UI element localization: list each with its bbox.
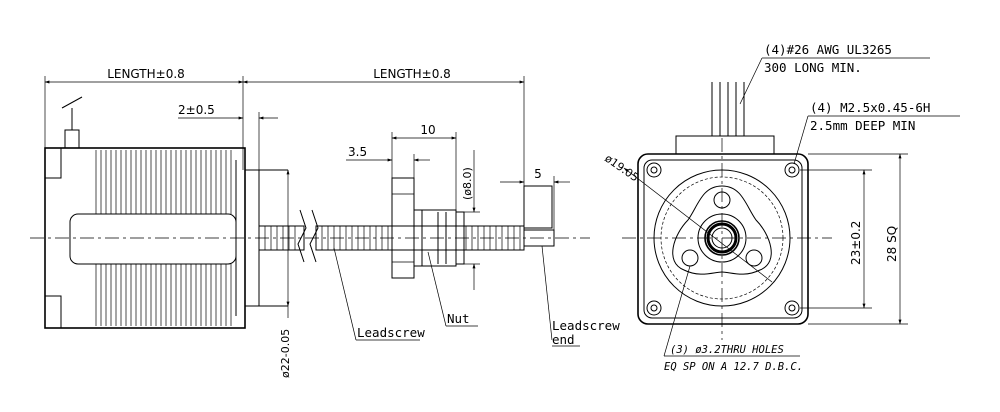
dim-square: 28 SQ [808, 153, 908, 325]
end-label-1: Leadscrew [552, 318, 620, 333]
bolt-circle [660, 176, 784, 300]
nut [391, 177, 465, 279]
holes-line-2: EQ SP ON A 12.7 D.B.C. [664, 361, 803, 373]
holes-callout: (3) ø3.2THRU HOLES EQ SP ON A 12.7 D.B.C… [663, 265, 803, 373]
wire-housing [675, 82, 775, 155]
length-screw-label: LENGTH±0.8 [373, 67, 451, 81]
dim-pilot-dia: ø22-0.05 [279, 169, 292, 378]
dim-hole-spacing: 23±0.2 [800, 169, 872, 309]
dim-pilot-length: 2±0.5 [178, 103, 278, 170]
thread-line-2: 2.5mm DEEP MIN [810, 118, 915, 133]
thread-callout: (4) M2.5x0.45-6H 2.5mm DEEP MIN [793, 100, 960, 165]
nut-flange [672, 185, 772, 275]
end-length-label: 5 [534, 167, 542, 181]
nut-holes [681, 191, 763, 267]
dim-nut-dia: (ø8.0) [461, 150, 480, 290]
wire-line-1: (4)#26 AWG UL3265 [764, 42, 892, 57]
leadscrew-right [315, 185, 555, 251]
side-view: LENGTH±0.8 LENGTH±0.8 2±0.5 10 3.5 [30, 67, 620, 378]
hole-spacing-label: 23±0.2 [849, 221, 863, 265]
bolt-circle-label: ø19.05 [602, 152, 641, 185]
motor-body [44, 147, 246, 329]
dim-end-length: 5 [500, 167, 570, 230]
dim-length-screw: LENGTH±0.8 [242, 67, 525, 186]
pilot-circle [653, 169, 791, 307]
dim-bolt-circle: ø19.05 [602, 152, 773, 283]
wire-callout: (4)#26 AWG UL3265 300 LONG MIN. [739, 42, 930, 105]
nut-dia-label: (ø8.0) [461, 167, 474, 200]
wire-line-2: 300 LONG MIN. [764, 60, 862, 75]
holes-line-1: (3) ø3.2THRU HOLES [670, 344, 784, 356]
leadscrew-callout: Leadscrew [333, 247, 425, 341]
leadscrew-end-callout: Leadscrew end [541, 245, 620, 347]
leadscrew-label: Leadscrew [357, 325, 425, 340]
nut-width-label: 10 [420, 123, 435, 137]
pilot-length-label: 2±0.5 [178, 103, 215, 117]
thread-line-1: (4) M2.5x0.45-6H [810, 100, 930, 115]
dim-nut-width: 10 [391, 123, 457, 210]
end-label-2: end [552, 332, 575, 347]
nut-offset-label: 3.5 [348, 145, 367, 159]
dim-nut-offset: 3.5 [346, 145, 430, 210]
nut-label: Nut [447, 311, 470, 326]
dim-length-body: LENGTH±0.8 [44, 67, 244, 170]
front-view: ø19.05 23±0.2 28 SQ (4)#26 AWG UL3265 30… [602, 42, 960, 373]
length-body-label: LENGTH±0.8 [107, 67, 185, 81]
corner-holes [646, 162, 800, 316]
nut-callout: Nut [427, 251, 478, 327]
break-marks [297, 209, 319, 263]
bore-outer [697, 213, 747, 263]
pilot-dia-label: ø22-0.05 [279, 329, 292, 378]
square-label: 28 SQ [885, 226, 899, 262]
wire-lead [61, 96, 83, 149]
square-flange [637, 153, 809, 325]
